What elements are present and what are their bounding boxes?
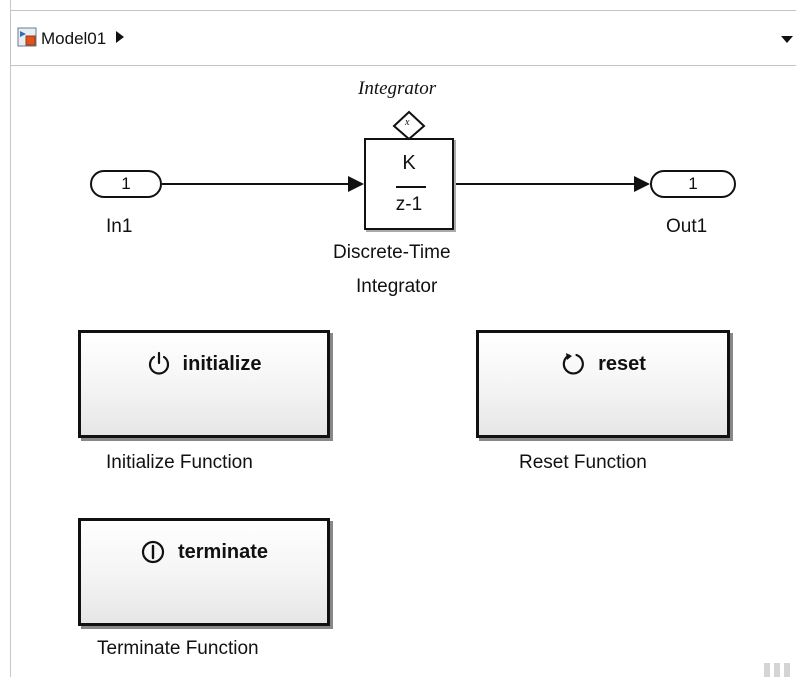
initialize-function-block[interactable]: initialize	[78, 330, 330, 438]
resize-grip-mark	[774, 663, 780, 677]
simulink-model-icon[interactable]	[17, 27, 37, 47]
reset-function-label[interactable]: Reset Function	[519, 452, 647, 473]
state-port-symbol: x	[405, 117, 410, 128]
integrator-numerator: K	[402, 152, 416, 174]
arrowhead-out	[634, 176, 650, 192]
outport-block[interactable]: 1	[650, 170, 736, 198]
diagram-canvas[interactable]: Integrator x 1 In1 K z-1 Discrete-Time I…	[0, 66, 796, 677]
resize-grip-mark	[764, 663, 770, 677]
terminate-icon	[141, 540, 165, 564]
chevron-right-icon[interactable]	[116, 31, 124, 43]
fraction-bar	[396, 186, 426, 188]
reset-title: reset	[598, 352, 646, 375]
terminate-title: terminate	[177, 540, 269, 563]
inport-block[interactable]: 1	[90, 170, 162, 198]
reset-function-block[interactable]: reset	[476, 330, 730, 438]
resize-grip-mark	[784, 663, 790, 677]
inport-label[interactable]: In1	[106, 216, 133, 237]
outport-number: 1	[688, 174, 698, 193]
chevron-down-icon[interactable]	[781, 36, 793, 43]
outport-label[interactable]: Out1	[666, 216, 708, 237]
terminate-function-label[interactable]: Terminate Function	[97, 638, 259, 659]
integrator-italic-label: Integrator	[358, 78, 437, 99]
editor-frame	[10, 0, 796, 677]
terminate-function-block[interactable]: terminate	[78, 518, 330, 626]
breadcrumb-bar: Model01	[10, 10, 796, 66]
reset-icon	[562, 353, 584, 375]
inport-number: 1	[121, 174, 131, 193]
integrator-denominator: z-1	[395, 194, 423, 215]
initialize-title: initialize	[182, 352, 262, 375]
integrator-name-line1[interactable]: Discrete-Time	[333, 242, 451, 263]
power-icon	[148, 351, 169, 375]
arrowhead-in	[348, 176, 364, 192]
breadcrumb-model-name[interactable]: Model01	[41, 29, 107, 48]
discrete-time-integrator-block[interactable]: K z-1	[364, 138, 454, 230]
integrator-name-line2[interactable]: Integrator	[356, 276, 438, 297]
initialize-function-label[interactable]: Initialize Function	[106, 452, 253, 473]
